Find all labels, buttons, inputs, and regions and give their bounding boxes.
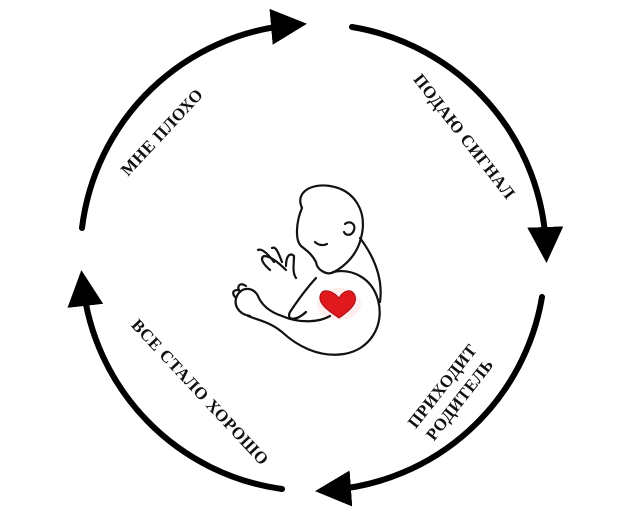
fetus-head-outline [295, 184, 364, 275]
label-step-good-group: ВСЕ СТАЛО ХОРОШО [127, 315, 272, 469]
fetus-arm [287, 276, 318, 320]
label-step-parent-group: ПРИХОДИТ РОДИТЕЛЬ [404, 340, 498, 444]
heart-glow [317, 288, 361, 320]
fetus-ear [342, 221, 356, 236]
fetus-body-outline [246, 270, 381, 356]
arc-arrow-bottom-right [315, 294, 545, 507]
fetus-back [358, 236, 382, 304]
arc-arrow-top-left [79, 8, 307, 231]
label-step-good: ВСЕ СТАЛО ХОРОШО [127, 315, 272, 469]
label-step-signal-group: ПОДАЮ СИГНАЛ [410, 70, 519, 203]
label-step-bad: МНЕ ПЛОХО [117, 85, 207, 180]
heart-icon [319, 290, 356, 319]
fetus-illustration [232, 184, 382, 356]
arc-arrow-bottom-left [67, 270, 285, 492]
arc-arrow-top-right [349, 24, 564, 263]
fetus-toes [232, 283, 248, 300]
fetus-leg [234, 287, 332, 323]
label-step-bad-group: МНЕ ПЛОХО [117, 85, 207, 180]
fetus-hand [256, 246, 298, 280]
label-step-signal: ПОДАЮ СИГНАЛ [410, 70, 519, 203]
fetus-eye [313, 240, 329, 247]
